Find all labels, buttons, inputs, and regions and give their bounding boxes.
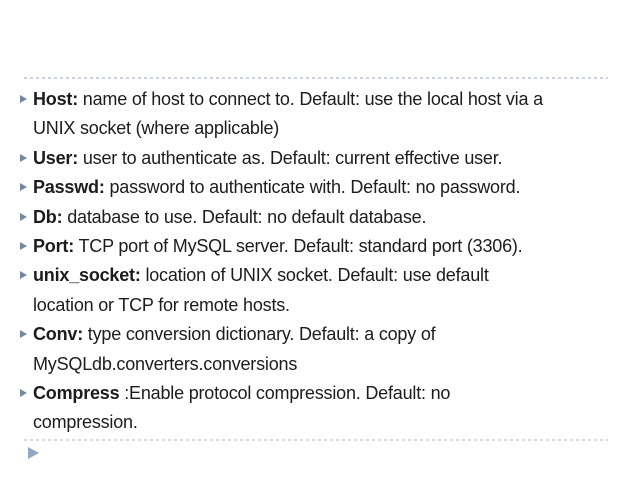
bottom-divider [24,439,608,441]
triangle-bullet-icon [20,242,27,251]
parameter-list: Host: name of host to connect to. Defaul… [0,85,638,438]
triangle-bullet-icon [20,271,27,280]
parameter-description: database to use. Default: no default dat… [62,206,427,227]
triangle-bullet-icon [20,95,27,103]
triangle-bullet-icon [20,153,27,162]
triangle-bullet-icon [20,183,27,192]
parameter-name: Db: [33,206,63,227]
parameter-name: User: [33,147,79,168]
list-item: Conv: type conversion dictionary. Defaul… [0,320,638,379]
triangle-bullet-icon [20,212,27,221]
triangle-bullet-icon [20,389,27,398]
parameter-name: Compress [33,383,120,404]
parameter-name: Conv: [33,324,83,345]
parameter-name: Host: [33,89,78,109]
list-item: Compress :Enable protocol compression. D… [0,379,638,438]
triangle-bullet-icon [20,330,27,339]
list-item: Host: name of host to connect to. Defaul… [0,85,638,144]
parameter-name: Passwd: [33,177,105,198]
list-item: Db: database to use. Default: no default… [0,203,638,232]
parameter-description: :Enable protocol compression. Default: n… [33,383,451,433]
parameter-description: user to authenticate as. Default: curren… [78,147,503,168]
list-item: unix_socket: location of UNIX socket. De… [0,261,638,320]
parameter-name: unix_socket: [33,265,141,286]
parameter-description: type conversion dictionary. Default: a c… [33,324,436,374]
parameter-description: TCP port of MySQL server. Default: stand… [74,236,523,257]
top-divider [24,77,608,79]
parameter-description: name of host to connect to. Default: use… [33,89,543,139]
list-item: Port: TCP port of MySQL server. Default:… [0,232,638,261]
list-item: Passwd: password to authenticate with. D… [0,173,638,202]
list-item: User: user to authenticate as. Default: … [0,144,638,173]
parameter-description: location of UNIX socket. Default: use de… [33,265,489,315]
parameter-description: password to authenticate with. Default: … [104,177,521,198]
footer-bullet-icon [28,447,39,459]
parameter-name: Port: [33,236,74,257]
